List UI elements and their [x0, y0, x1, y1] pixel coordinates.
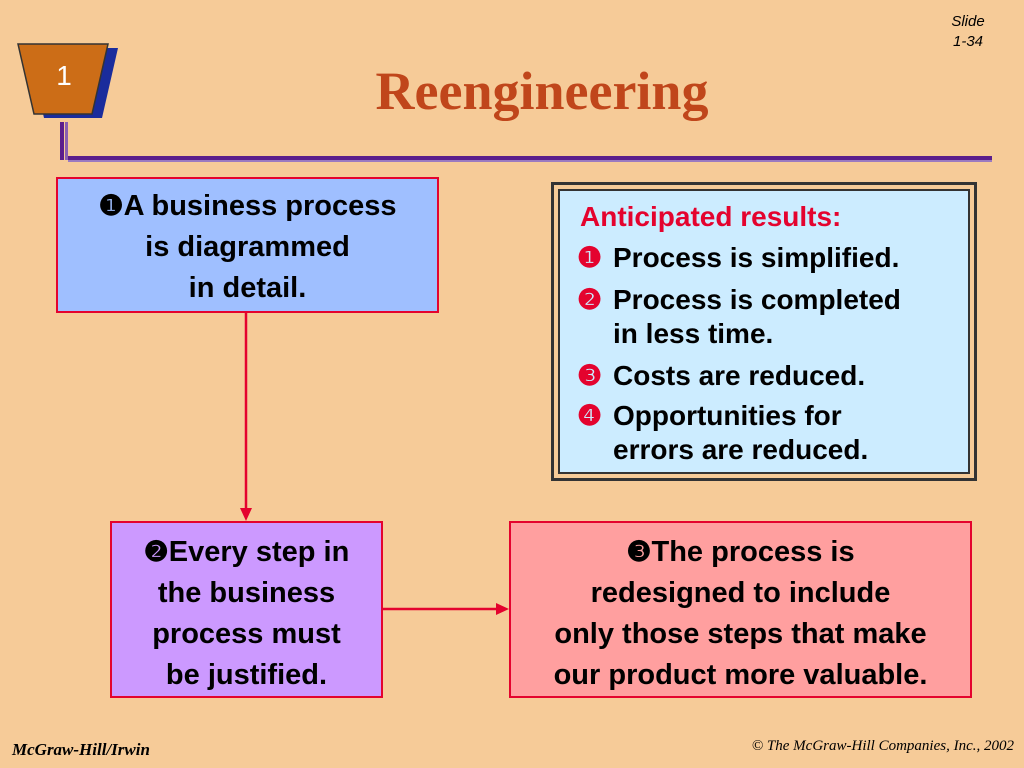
result-text-4-line: errors are reduced. [613, 434, 869, 465]
step-3-line: redesigned to include [590, 577, 891, 609]
anticipated-results-frame: Anticipated results: ❶ Process is simplif… [551, 182, 977, 481]
badge-trapezoid [17, 43, 109, 115]
step-1-bullet: ❶ [98, 190, 124, 221]
step-3-bullet: ❸ [626, 536, 652, 567]
step-2-line: ❷Every step in [112, 531, 381, 573]
step-1-line: ❶A business process [58, 185, 437, 227]
step-3-text: The process is [651, 536, 855, 568]
result-text-1: Process is simplified. [613, 242, 900, 273]
step-1-line: is diagrammed [145, 231, 350, 263]
step-2-line: the business [157, 577, 336, 609]
step-2-text: Every step in [168, 536, 350, 568]
slide-number-value: 1-34 [952, 33, 984, 50]
step-1-text: A business process [123, 190, 397, 222]
slide-number: Slide 1-34 [938, 12, 998, 52]
title-rule-light [68, 160, 992, 162]
results-heading: Anticipated results: [580, 201, 842, 232]
arrowhead-down [240, 508, 252, 521]
result-number-2: ❷ [577, 284, 603, 315]
result-number-4: ❹ [577, 400, 603, 431]
step-2-box: ❷Every step in the business process must… [110, 521, 383, 698]
result-text-3: Costs are reduced. [613, 360, 866, 391]
step-3-box: ❸The process is redesigned to include on… [509, 521, 972, 698]
anticipated-results-box: Anticipated results: ❶ Process is simplif… [558, 189, 970, 474]
publisher-footer: McGraw-Hill/Irwin [12, 740, 150, 759]
step-2-line: process must [152, 618, 341, 650]
title-rule [68, 156, 992, 160]
step-1-box: ❶A business process is diagrammed in det… [56, 177, 439, 313]
result-text-4-line: Opportunities for [613, 400, 842, 431]
badge-stem-dark [60, 122, 64, 160]
page-title: Reengineering [375, 61, 709, 121]
result-number-3: ❸ [577, 360, 603, 391]
step-2-line: be justified. [165, 659, 328, 691]
step-1-line: in detail. [188, 272, 307, 304]
copyright-footer: © The McGraw-Hill Companies, Inc., 2002 [751, 738, 1014, 754]
result-text-2-line: in less time. [613, 318, 774, 349]
step-3-line: only those steps that make [554, 618, 927, 650]
step-3-line: our product more valuable. [553, 659, 928, 691]
arrowhead-right [496, 603, 509, 615]
result-number-1: ❶ [577, 242, 603, 273]
slide-label: Slide [951, 13, 985, 30]
step-3-line: ❸The process is [511, 531, 970, 573]
result-item-3: ❸ Costs are reduced. [577, 359, 865, 393]
chapter-badge [17, 43, 118, 160]
step-2-bullet: ❷ [143, 536, 169, 567]
result-item-1: ❶ Process is simplified. [577, 241, 899, 275]
chapter-number: 1 [56, 60, 72, 91]
result-text-2-line: Process is completed [613, 284, 901, 315]
badge-stem-light [65, 122, 68, 160]
